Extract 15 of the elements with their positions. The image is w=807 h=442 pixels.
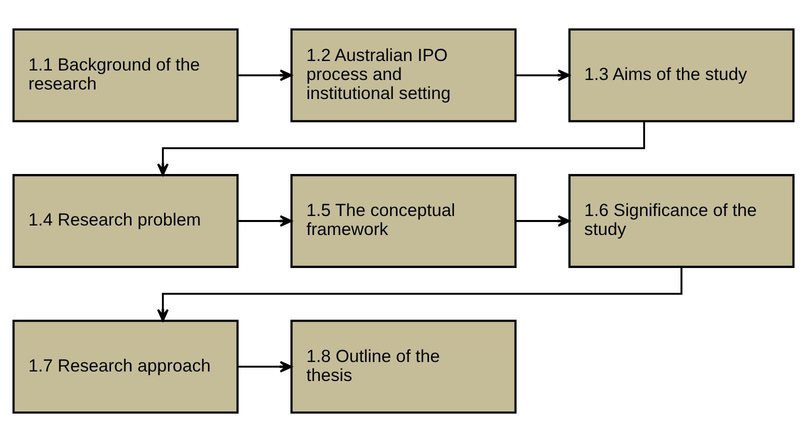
arrow [157, 267, 682, 322]
arrow [238, 69, 292, 82]
node-box: 1.5 The conceptual framework [290, 174, 517, 268]
arrow [516, 69, 570, 82]
node-box: 1.1 Background of the research [12, 28, 239, 122]
arrow [238, 215, 292, 227]
arrow [157, 121, 646, 176]
arrow [238, 360, 292, 373]
node-box: 1.8 Outline of the thesis [290, 320, 517, 414]
arrow [516, 215, 570, 227]
node-box: 1.3 Aims of the study [568, 28, 795, 122]
node-box: 1.4 Research problem [12, 174, 239, 268]
node-box: 1.6 Significance of the study [568, 174, 795, 268]
node-box: 1.7 Research approach [12, 320, 239, 414]
node-box: 1.2 Australian IPO process and institutional setting [290, 28, 517, 122]
